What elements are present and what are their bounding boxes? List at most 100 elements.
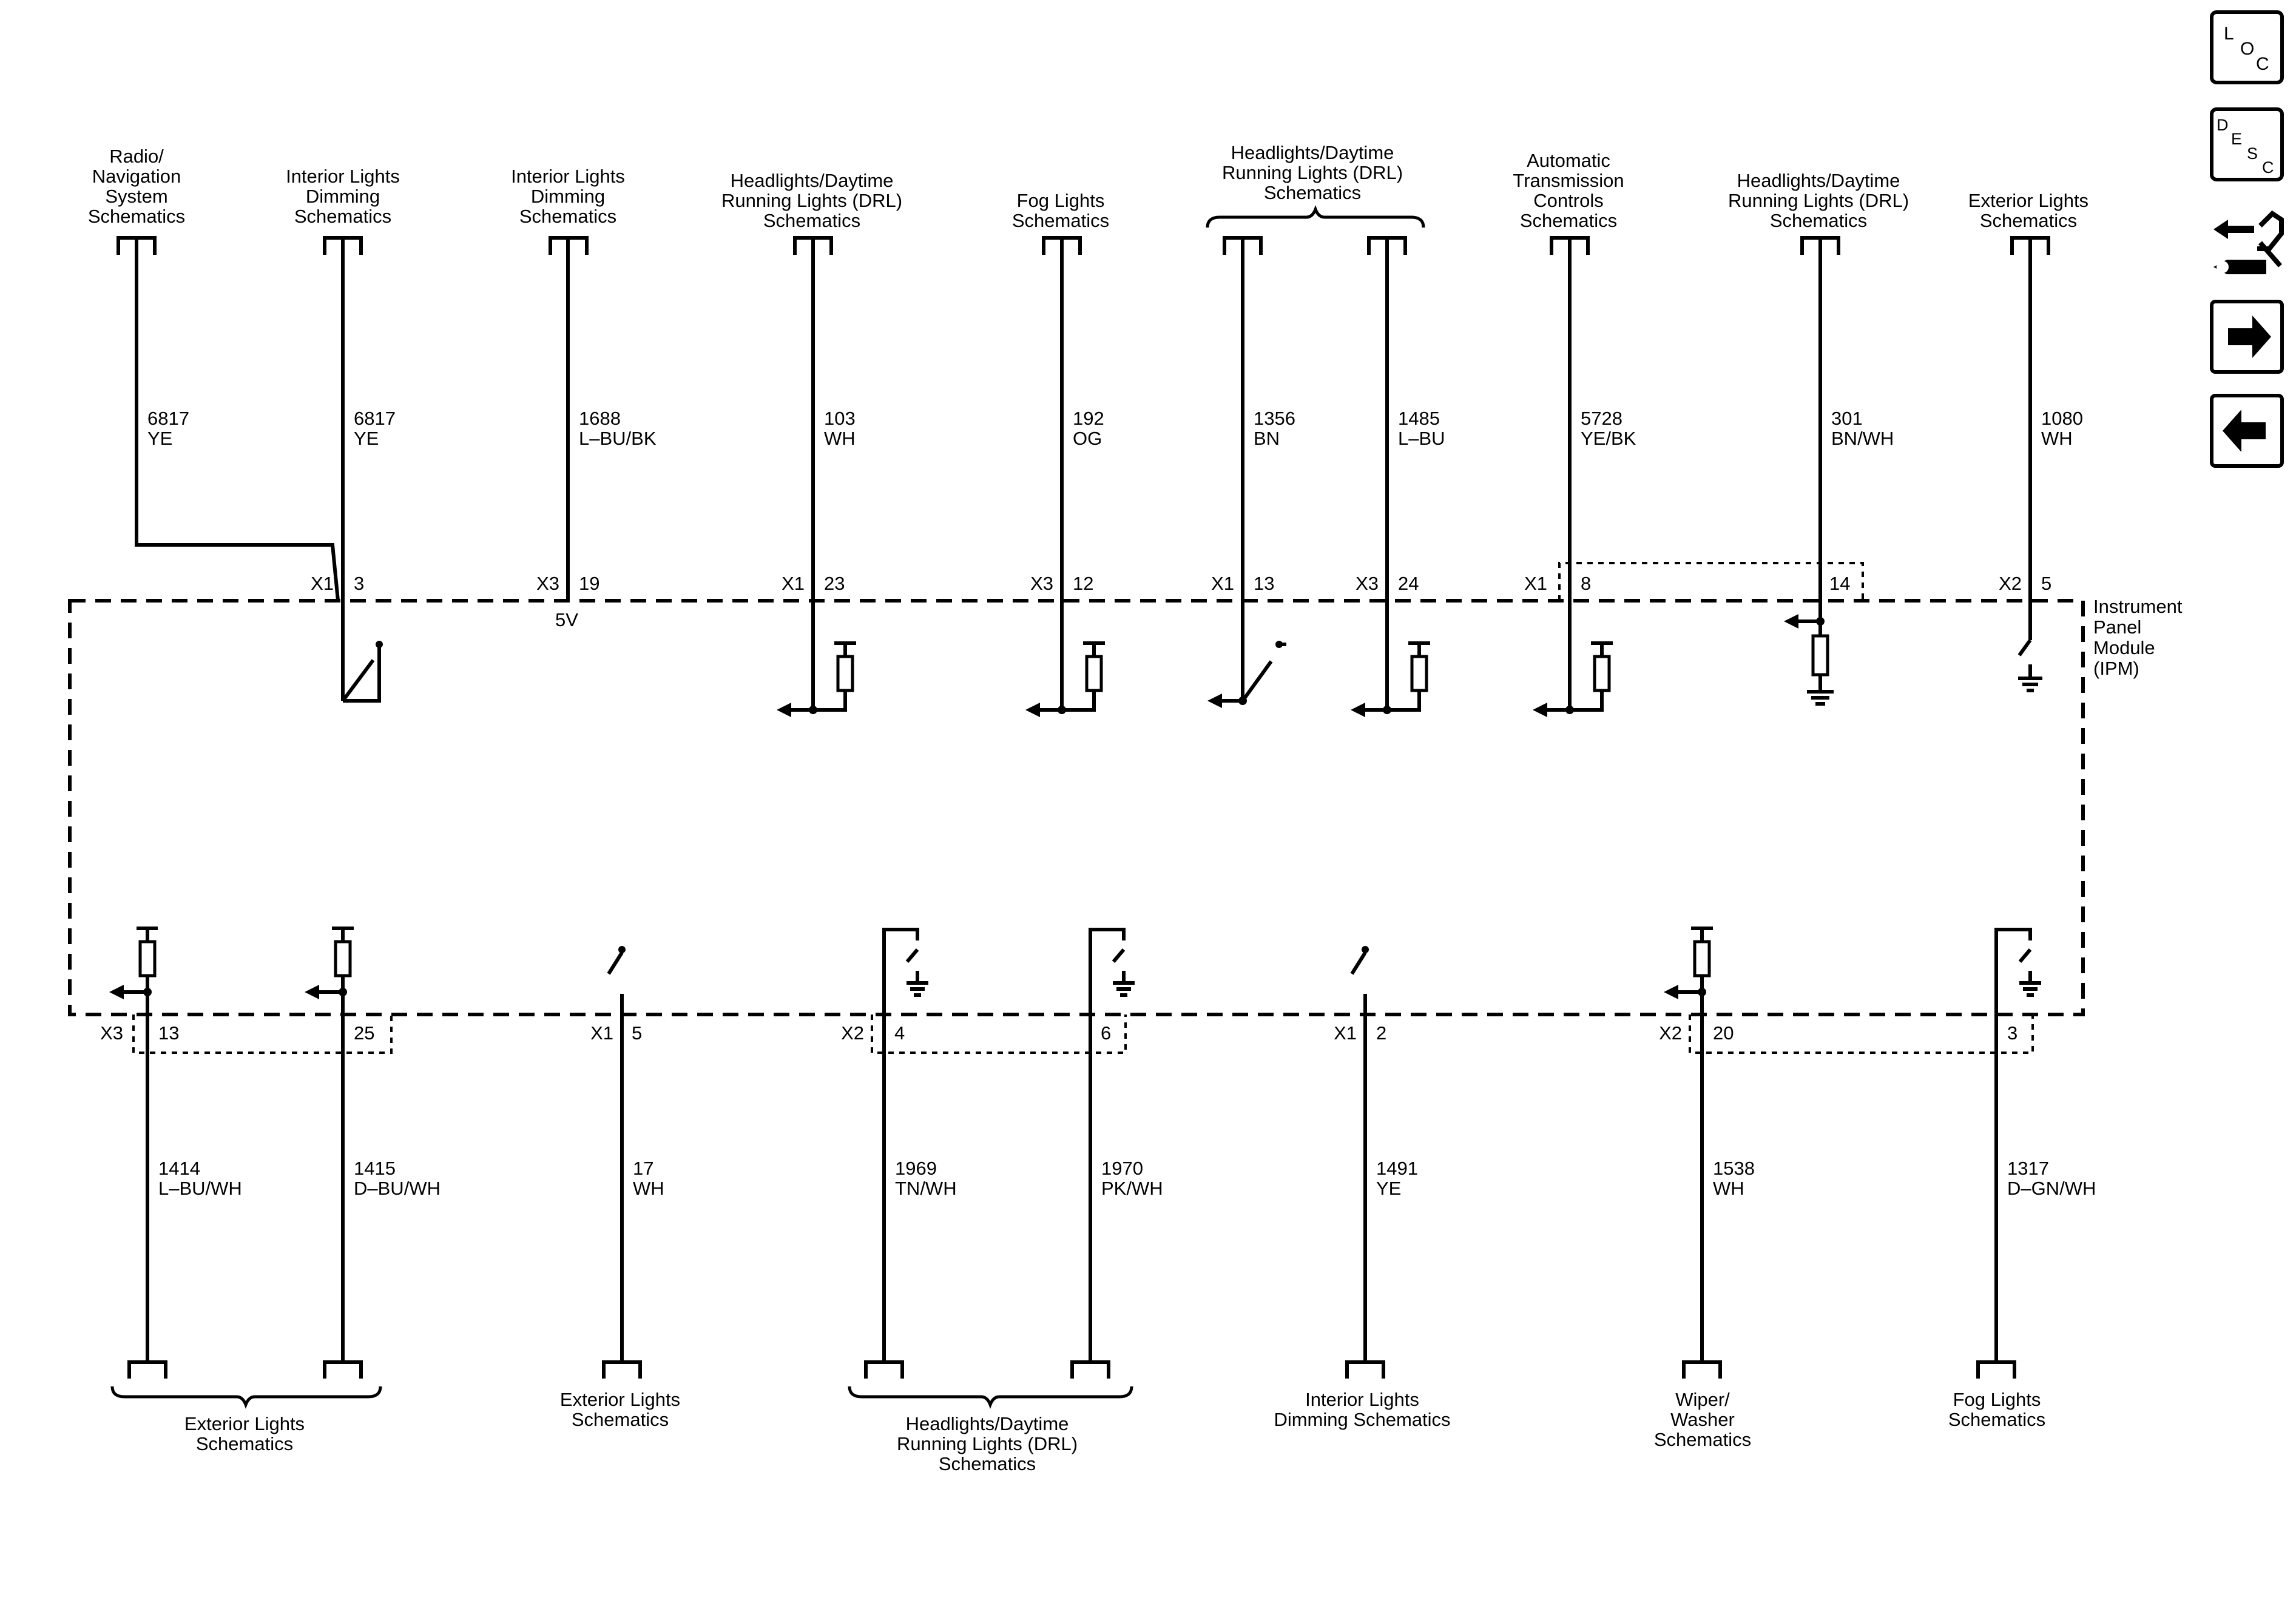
svg-text:E: E <box>2231 130 2242 148</box>
svg-text:BN/WH: BN/WH <box>1831 428 1894 449</box>
svg-text:Schematics: Schematics <box>294 206 391 227</box>
svg-text:Schematics: Schematics <box>763 210 860 231</box>
svg-text:1969: 1969 <box>895 1158 937 1179</box>
svg-text:5728: 5728 <box>1581 408 1622 429</box>
switch-symbol <box>1350 946 1369 1014</box>
bottom-ref-fog-lights[interactable]: Fog Lights Schematics <box>1948 1389 2045 1430</box>
top-ref-fog-lights[interactable]: Fog Lights Schematics <box>1012 190 1109 231</box>
svg-text:YE: YE <box>354 428 379 449</box>
svg-text:24: 24 <box>1398 573 1419 594</box>
svg-text:Interior Lights: Interior Lights <box>1305 1389 1419 1410</box>
svg-text:5V: 5V <box>555 609 578 630</box>
svg-text:Exterior Lights: Exterior Lights <box>1968 190 2088 211</box>
connector-wrench-icon[interactable] <box>2213 210 2284 274</box>
module-label: Instrument Panel Module (IPM) <box>2093 596 2183 679</box>
svg-text:6817: 6817 <box>354 408 396 429</box>
svg-text:Interior Lights: Interior Lights <box>286 166 400 187</box>
bottom-connectors <box>127 1360 2016 1379</box>
svg-text:Schematics: Schematics <box>88 206 185 227</box>
switch-ground-symbol <box>1994 928 2041 1014</box>
svg-text:WH: WH <box>824 428 856 449</box>
svg-text:Wiper/: Wiper/ <box>1675 1389 1730 1410</box>
svg-text:Fog Lights: Fog Lights <box>1017 190 1105 211</box>
svg-text:Schematics: Schematics <box>1012 210 1109 231</box>
svg-text:Schematics: Schematics <box>1948 1409 2045 1430</box>
svg-text:1356: 1356 <box>1254 408 1295 429</box>
svg-text:PK/WH: PK/WH <box>1101 1178 1163 1199</box>
top-ref-headlights-group[interactable]: Headlights/Daytime Running Lights (DRL) … <box>1206 142 1425 228</box>
bottom-pin-labels: X3 13 25 X1 5 X2 4 6 X1 2 X2 20 3 <box>100 1022 2017 1044</box>
top-pin-labels: X1 3 X3 19 5V X1 23 X3 12 X1 13 X3 24 X1… <box>311 573 2051 630</box>
top-ref-interior-dimming-1[interactable]: Interior Lights Dimming Schematics <box>286 166 400 227</box>
svg-text:301: 301 <box>1831 408 1863 429</box>
arrow-left-icon[interactable] <box>2210 394 2284 468</box>
svg-text:C: C <box>2262 158 2274 177</box>
switch-output-symbol <box>1207 641 1286 708</box>
arrow-right-icon[interactable] <box>2210 300 2284 374</box>
bottom-ref-exterior-lights-group[interactable]: Exterior Lights Schematics <box>184 1413 305 1454</box>
svg-text:Radio/: Radio/ <box>109 146 164 167</box>
resistor-ground-symbol <box>1784 614 1834 706</box>
svg-text:X1: X1 <box>1334 1022 1357 1044</box>
svg-text:Transmission: Transmission <box>1513 170 1624 191</box>
top-wires <box>135 238 2032 710</box>
svg-text:Schematics: Schematics <box>1520 210 1617 231</box>
top-ref-transmission[interactable]: Automatic Transmission Controls Schemati… <box>1513 150 1624 231</box>
svg-text:Schematics: Schematics <box>1264 182 1361 203</box>
top-internal-circuits <box>341 614 2042 717</box>
svg-text:Dimming Schematics: Dimming Schematics <box>1274 1409 1450 1430</box>
top-ref-headlights-2[interactable]: Headlights/Daytime Running Lights (DRL) … <box>1728 170 1909 231</box>
svg-text:103: 103 <box>824 408 856 429</box>
svg-text:Navigation: Navigation <box>92 166 181 187</box>
bottom-ref-wiper-washer[interactable]: Wiper/ Washer Schematics <box>1654 1389 1751 1450</box>
svg-text:5: 5 <box>632 1022 642 1044</box>
svg-text:OG: OG <box>1073 428 1102 449</box>
top-ref-headlights-1[interactable]: Headlights/Daytime Running Lights (DRL) … <box>721 170 902 231</box>
svg-text:1415: 1415 <box>354 1158 396 1179</box>
svg-text:23: 23 <box>824 573 845 594</box>
svg-text:6817: 6817 <box>147 408 189 429</box>
svg-text:Headlights/Daytime: Headlights/Daytime <box>731 170 894 191</box>
svg-text:X3: X3 <box>536 573 559 594</box>
svg-text:YE: YE <box>1376 1178 1401 1199</box>
svg-text:1688: 1688 <box>579 408 621 429</box>
desc-icon[interactable]: D E S C <box>2210 107 2284 181</box>
svg-text:YE: YE <box>147 428 172 449</box>
svg-text:1414: 1414 <box>158 1158 200 1179</box>
top-ref-radio[interactable]: Radio/ Navigation System Schematics <box>88 146 185 227</box>
svg-text:1485: 1485 <box>1398 408 1440 429</box>
svg-text:C: C <box>2256 54 2269 74</box>
svg-text:3: 3 <box>354 573 364 594</box>
bottom-ref-exterior-lights[interactable]: Exterior Lights Schematics <box>560 1389 680 1430</box>
svg-text:2: 2 <box>1376 1022 1386 1044</box>
svg-text:Controls: Controls <box>1533 190 1603 211</box>
bottom-ref-headlights-group[interactable]: Headlights/Daytime Running Lights (DRL) … <box>897 1413 1078 1474</box>
loc-icon[interactable]: L O C <box>2210 10 2284 84</box>
svg-text:6: 6 <box>1101 1022 1111 1044</box>
svg-text:System: System <box>105 186 167 207</box>
nav-toolbar: L O C D E S C <box>2210 10 2284 468</box>
svg-text:13: 13 <box>1254 573 1274 594</box>
svg-text:8: 8 <box>1581 573 1591 594</box>
svg-text:Running Lights (DRL): Running Lights (DRL) <box>1728 190 1909 211</box>
svg-text:X2: X2 <box>1999 573 2022 594</box>
top-ref-interior-dimming-2[interactable]: Interior Lights Dimming Schematics <box>511 166 625 227</box>
resistor-output-symbol <box>777 641 856 717</box>
svg-text:WH: WH <box>2041 428 2073 449</box>
svg-text:17: 17 <box>633 1158 653 1179</box>
svg-text:L–BU/BK: L–BU/BK <box>579 428 657 449</box>
resistor-output-symbol <box>305 927 354 999</box>
svg-text:192: 192 <box>1073 408 1104 429</box>
inline-connector-box <box>1558 562 1864 601</box>
top-wire-labels: 6817 YE 6817 YE 1688 L–BU/BK 103 WH 192 … <box>147 408 2083 449</box>
svg-text:Schematics: Schematics <box>1980 210 2077 231</box>
bottom-ref-interior-dimming[interactable]: Interior Lights Dimming Schematics <box>1274 1389 1450 1430</box>
svg-text:20: 20 <box>1713 1022 1734 1044</box>
svg-text:WH: WH <box>1713 1178 1744 1199</box>
svg-text:1970: 1970 <box>1101 1158 1143 1179</box>
svg-text:X2: X2 <box>841 1022 864 1044</box>
svg-text:X2: X2 <box>1659 1022 1682 1044</box>
top-ref-exterior-lights[interactable]: Exterior Lights Schematics <box>1968 190 2088 231</box>
svg-text:X1: X1 <box>1524 573 1547 594</box>
